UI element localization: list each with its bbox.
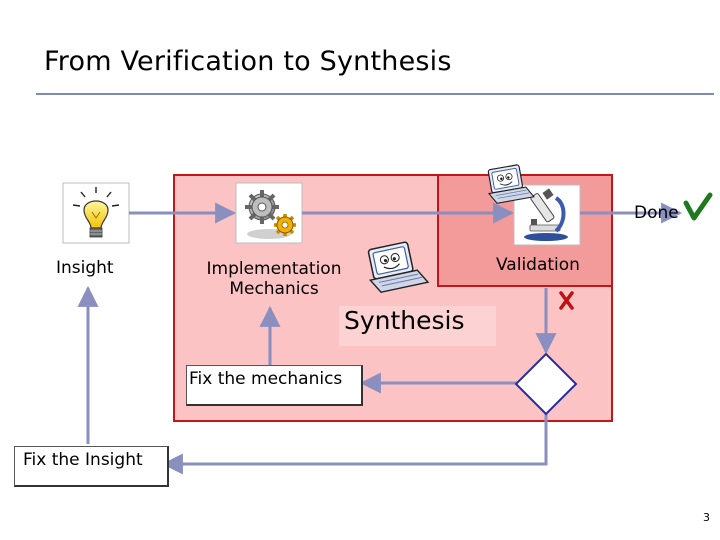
decision-diamond-icon xyxy=(514,352,578,416)
validation-label: Validation xyxy=(496,255,580,275)
slide-title: From Verification to Synthesis xyxy=(44,46,452,77)
implementation-label-line1: Implementation xyxy=(206,259,342,279)
fix-mechanics-box: Fix the mechanics xyxy=(186,365,363,406)
laptop-character-icon xyxy=(367,241,430,293)
microscope-icon xyxy=(524,188,568,241)
arrow-decision-to-fix-insight xyxy=(161,412,548,475)
synthesis-label-backdrop xyxy=(339,306,496,346)
synthesis-label: Synthesis xyxy=(344,306,465,335)
fix-mechanics-label: Fix the mechanics xyxy=(189,369,343,389)
insight-label: Insight xyxy=(56,258,114,278)
validation-agent-icon xyxy=(487,164,535,204)
x-mark-icon xyxy=(559,291,574,310)
fix-insight-label: Fix the Insight xyxy=(23,450,143,470)
title-divider xyxy=(36,93,714,95)
implementation-label-line2: Mechanics xyxy=(229,279,319,299)
page-number: 3 xyxy=(703,511,710,524)
done-label: Done xyxy=(634,203,679,223)
checkmark-icon xyxy=(683,192,713,221)
fix-insight-box: Fix the Insight xyxy=(14,446,169,487)
gears-icon xyxy=(245,190,296,239)
lightbulb-icon xyxy=(72,187,120,238)
implementation-mechanics-label: Implementation Mechanics xyxy=(196,259,352,299)
